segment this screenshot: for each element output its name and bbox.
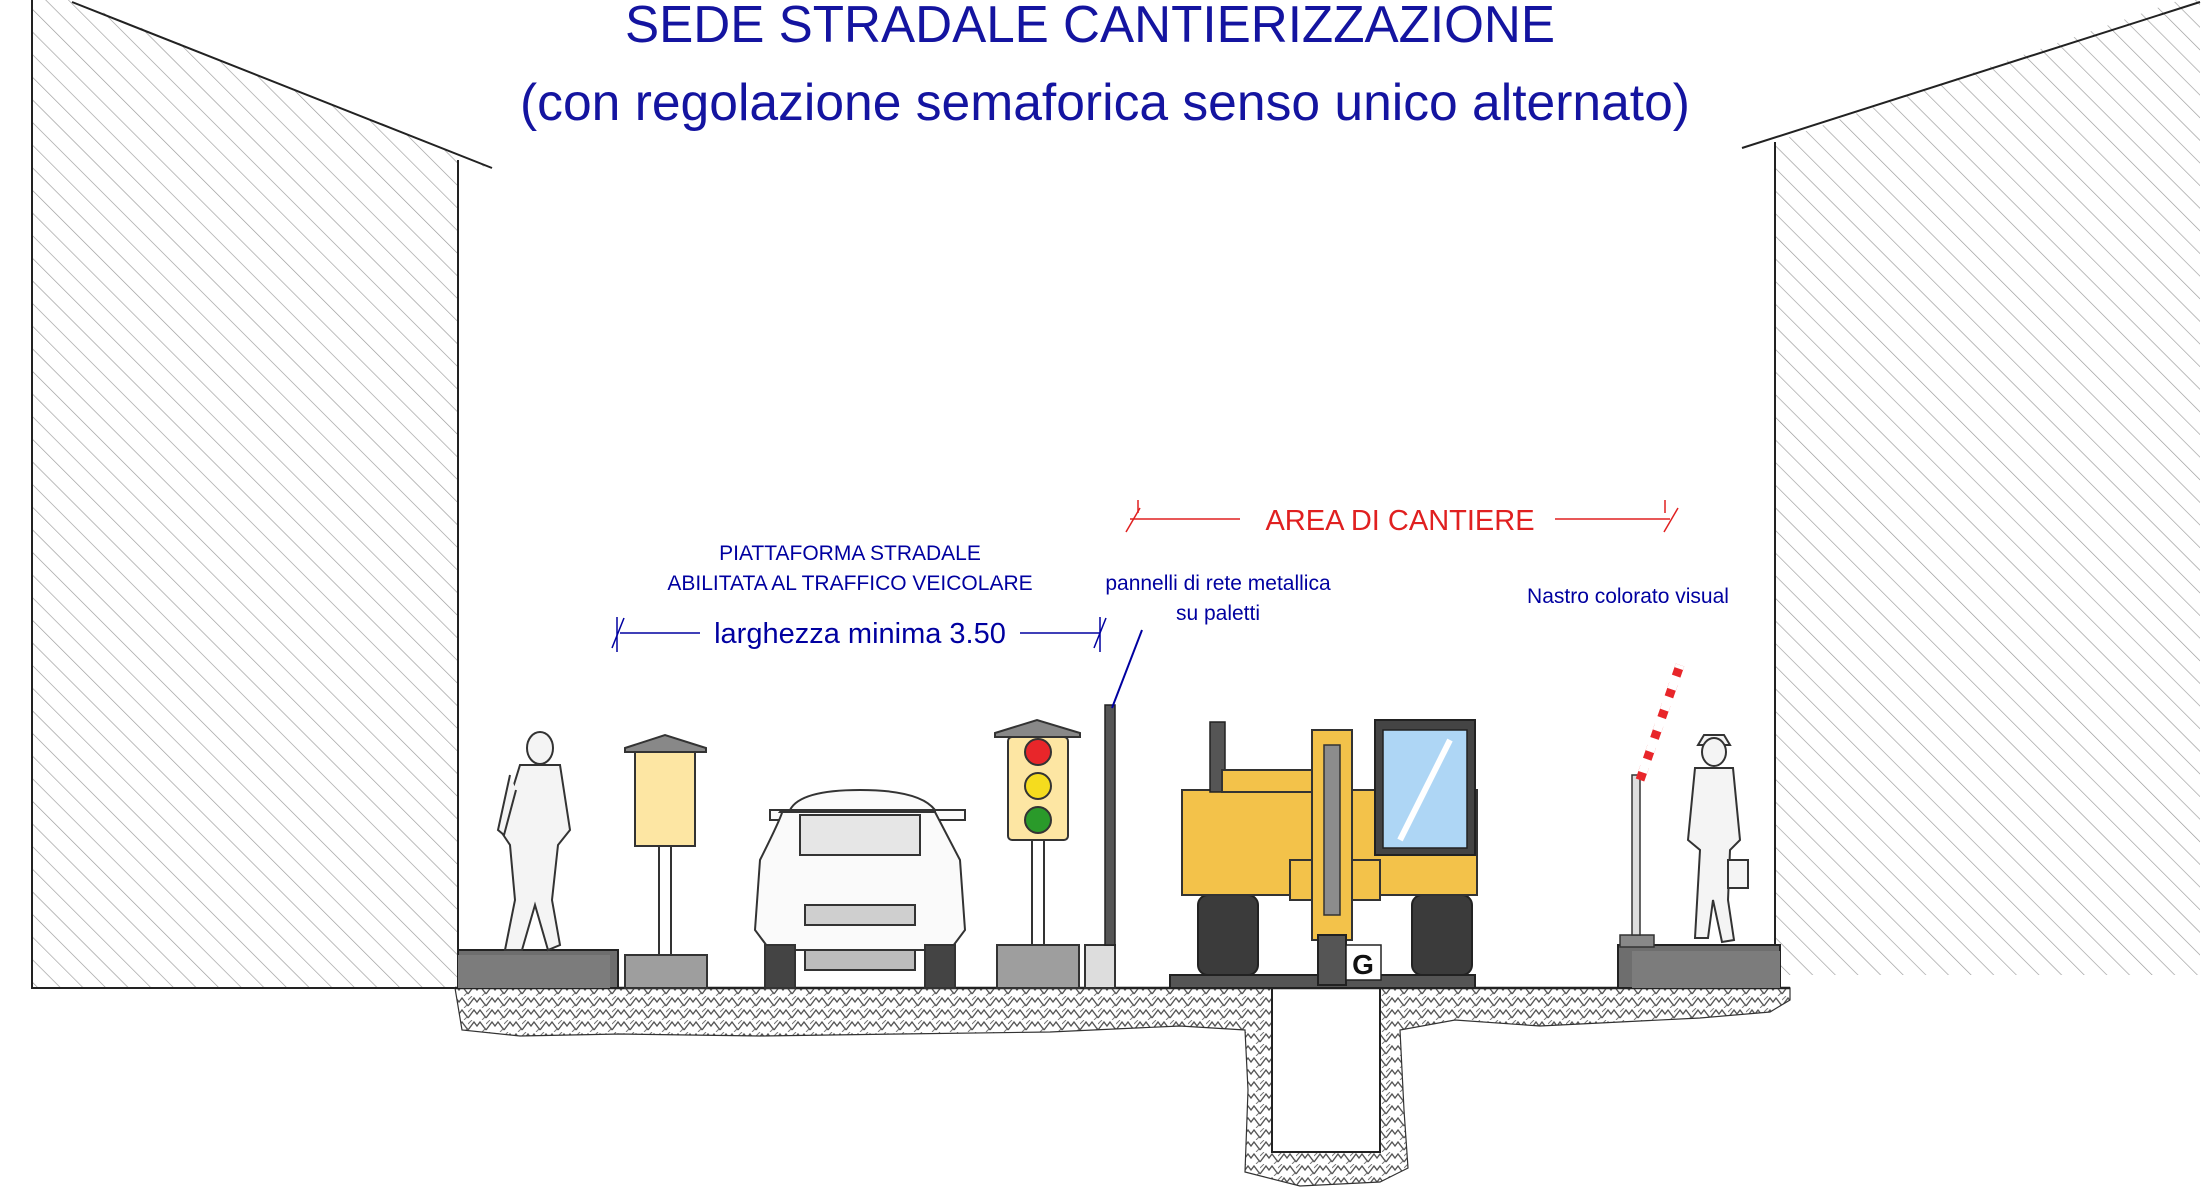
red-light-icon — [1024, 738, 1052, 766]
barrier-pole — [1619, 663, 1685, 948]
right-building — [1741, 0, 2201, 975]
site-area-label: AREA DI CANTIERE — [1265, 505, 1534, 537]
excavator-icon: G — [1169, 719, 1478, 989]
platform-label-line2: ABILITATA AL TRAFFICO VEICOLARE — [667, 572, 1032, 595]
tape-label: Nastro colorato visual — [1527, 585, 1729, 608]
left-building — [31, 0, 493, 989]
amber-light-icon — [1024, 772, 1052, 800]
min-width-dimension — [611, 617, 1107, 652]
panels-label-line2: su paletti — [1176, 602, 1260, 625]
site-area-dimension — [1125, 500, 1679, 533]
traffic-light-icon — [994, 718, 1081, 989]
drawing-title: SEDE STRADALE CANTIERIZZAZIONE — [625, 0, 1555, 54]
road-sign-icon — [624, 733, 708, 989]
businessman-icon — [1686, 734, 1749, 944]
excavator-badge: G — [1352, 949, 1374, 980]
right-sidewalk — [1617, 944, 1781, 989]
platform-label-line1: PIATTAFORMA STRADALE — [719, 542, 981, 565]
green-light-icon — [1024, 806, 1052, 834]
drawing-subtitle: (con regolazione semaforica senso unico … — [520, 74, 1690, 132]
fence-post — [1084, 704, 1116, 989]
min-width-label: larghezza minima 3.50 — [714, 618, 1006, 650]
panels-label-line1: pannelli di rete metallica — [1105, 572, 1331, 595]
left-sidewalk — [457, 949, 619, 989]
car-icon — [753, 788, 967, 989]
ground-section — [454, 986, 1791, 1187]
pedestrian-icon — [496, 731, 572, 952]
panels-leader-line — [1111, 629, 1143, 709]
